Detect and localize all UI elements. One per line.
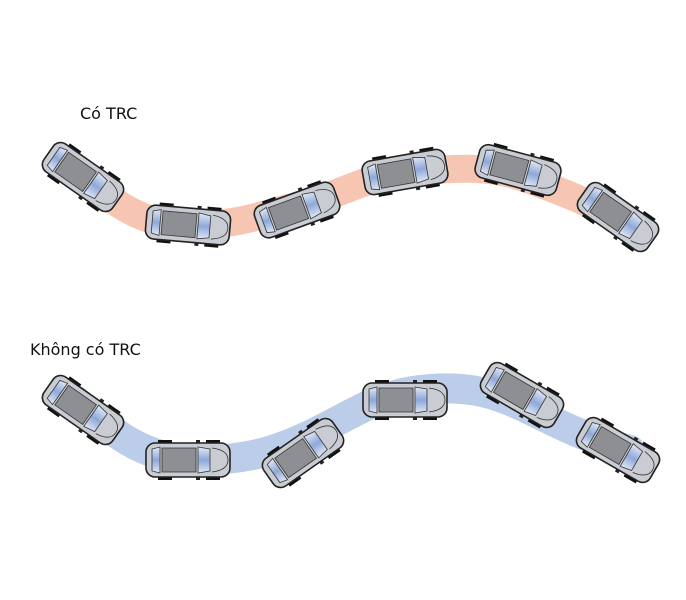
car-icon (145, 439, 231, 481)
car-icon (36, 368, 130, 452)
car-icon (249, 176, 345, 244)
car-icon (571, 175, 665, 259)
label-without-trc: Không có TRC (30, 340, 141, 359)
car-icon (362, 379, 448, 421)
car-icon (471, 139, 565, 201)
car-icon (143, 200, 233, 250)
car-icon (570, 410, 666, 490)
car-icon (36, 135, 130, 219)
car-icon (359, 144, 451, 200)
label-with-trc: Có TRC (80, 104, 138, 123)
